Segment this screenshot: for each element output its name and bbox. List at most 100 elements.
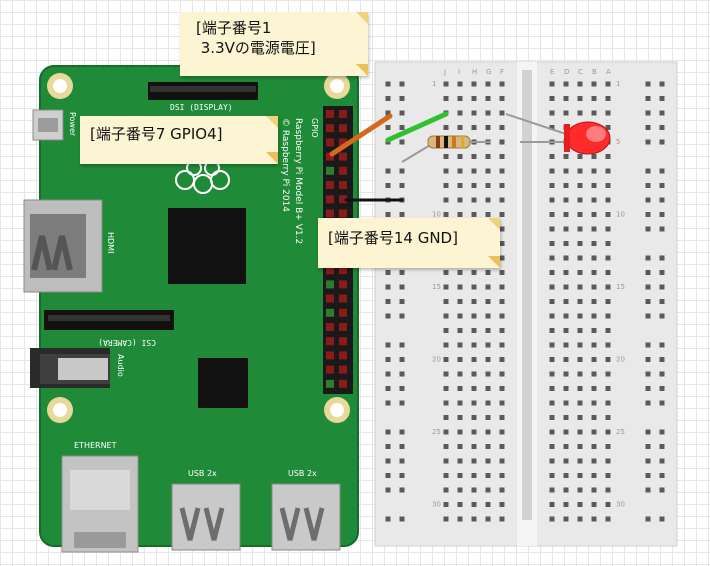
breadboard-hole [549,154,555,159]
breadboard-hole [577,110,583,116]
breadboard-hole [471,299,477,304]
breadboard-hole [385,473,391,478]
breadboard-hole [399,110,405,116]
breadboard-hole [605,487,611,493]
breadboard-hole [485,81,491,87]
breadboard-hole [591,328,597,333]
breadboard-hole [645,110,651,116]
breadboard-hole [577,284,583,290]
breadboard-hole [499,168,505,174]
breadboard-hole [457,110,463,116]
breadboard-hole [385,458,391,464]
breadboard-hole [605,284,611,290]
breadboard-hole [457,81,463,87]
breadboard-hole [499,284,505,290]
breadboard-hole [563,458,569,464]
breadboard-hole [659,212,665,217]
breadboard-hole [563,197,569,203]
breadboard-hole [485,110,491,116]
breadboard-hole [549,313,555,319]
gpio-pin [339,294,347,303]
breadboard-hole [443,444,449,449]
breadboard-hole [645,458,651,464]
breadboard-hole [399,473,405,478]
row-number: 10 [432,211,441,219]
breadboard-hole [457,342,463,348]
breadboard-hole [457,96,463,101]
mounting-hole-bl [47,397,73,423]
breadboard-hole [645,139,651,145]
gpio-wire [329,113,393,157]
row-number: 15 [616,283,625,291]
breadboard-hole [591,299,597,304]
gpio-pin [326,209,334,218]
breadboard-hole [385,110,391,116]
red-led [564,121,611,155]
breadboard-hole [399,444,405,449]
breadboard-hole [485,415,491,420]
breadboard-hole [399,313,405,319]
breadboard-hole [563,241,569,246]
breadboard-hole [591,386,597,391]
breadboard-hole [577,154,583,159]
breadboard-hole [499,516,505,522]
breadboard-hole [443,371,449,377]
model-label: Raspberry Pi Model B+ V1.2 [293,118,303,244]
breadboard-hole [563,386,569,391]
breadboard-hole [499,444,505,449]
breadboard-hole [659,299,665,304]
breadboard-hole [605,502,611,507]
gpio-pin [339,365,347,374]
breadboard-hole [485,154,491,159]
raspberry-pi-board: DSI (DISPLAY) Power GPIO Raspberry Pi Mo… [23,65,359,553]
breadboard-hole [549,473,555,478]
breadboard-hole [385,270,391,275]
breadboard-hole [499,299,505,304]
breadboard-hole [499,429,505,435]
breadboard-hole [591,81,597,87]
breadboard-hole [549,502,555,507]
breadboard-hole [659,429,665,435]
breadboard-hole [471,400,477,406]
breadboard-hole [645,473,651,478]
gpio-pin [339,110,347,118]
breadboard-hole [605,371,611,377]
breadboard-hole [549,183,555,188]
breadboard-hole [605,299,611,304]
breadboard-hole [645,255,651,261]
breadboard-hole [563,110,569,116]
breadboard-hole [659,473,665,478]
csi-label: CSI (CAMERA) [98,338,156,347]
breadboard-hole [471,212,477,217]
breadboard-hole [645,299,651,304]
column-letter: E [550,68,554,76]
breadboard-hole [605,313,611,319]
breadboard-hole [549,328,555,333]
row-number: 30 [432,501,441,509]
breadboard-hole [591,168,597,174]
breadboard-hole [549,400,555,406]
breadboard-hole [457,473,463,478]
column-letter: B [592,68,597,76]
breadboard-hole [645,487,651,493]
breadboard-hole [499,473,505,478]
gpio-pin [326,195,334,204]
breadboard-hole [577,400,583,406]
breadboard-hole [549,197,555,203]
breadboard-hole [577,212,583,217]
breadboard-hole [549,371,555,377]
breadboard-hole [485,168,491,174]
mounting-hole-br [324,397,350,423]
breadboard-hole [645,226,651,232]
breadboard-hole [457,313,463,319]
breadboard-hole [563,473,569,478]
gpio-label: GPIO [310,118,319,138]
breadboard-hole [485,502,491,507]
breadboard-hole [549,255,555,261]
breadboard-hole [457,444,463,449]
breadboard-hole [577,473,583,478]
breadboard-hole [563,313,569,319]
breadboard-hole [399,299,405,304]
breadboard-hole [659,183,665,188]
breadboard-hole [605,357,611,362]
